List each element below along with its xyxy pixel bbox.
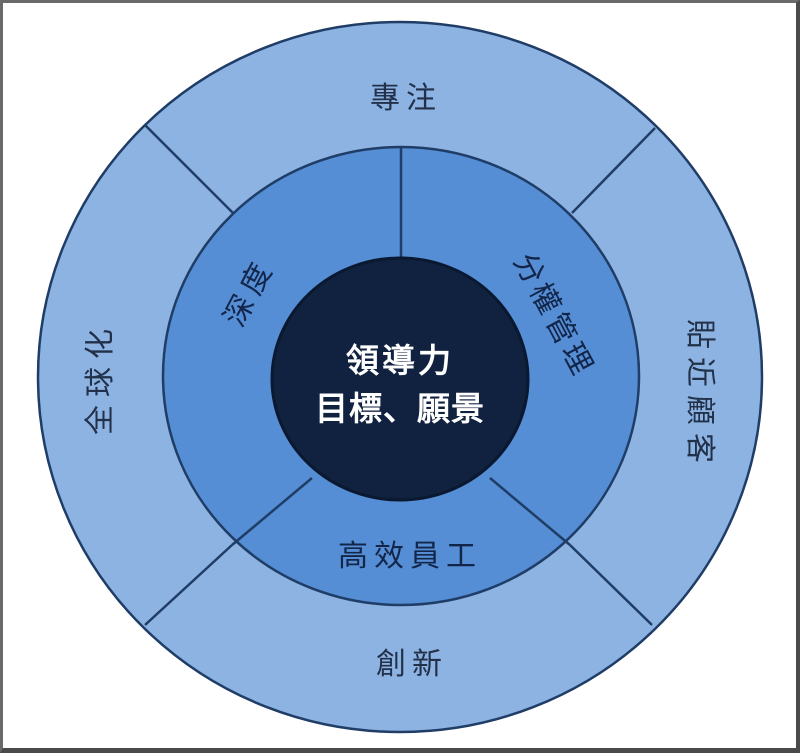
outer-label-bottom: 創新 [376, 647, 448, 682]
outer-label-right: 貼近顧客 [682, 319, 717, 471]
core-title: 領導力 [346, 341, 454, 380]
middle-label-bottom: 高效員工 [338, 539, 482, 574]
outer-label-top: 專注 [370, 81, 442, 116]
middle-ring-dividers [231, 147, 571, 546]
core-subtitle: 目標、願景 [315, 389, 485, 428]
outer-ring-dividers [144, 124, 656, 626]
core-circle [270, 256, 530, 502]
outer-label-left: 全球化 [83, 321, 118, 435]
